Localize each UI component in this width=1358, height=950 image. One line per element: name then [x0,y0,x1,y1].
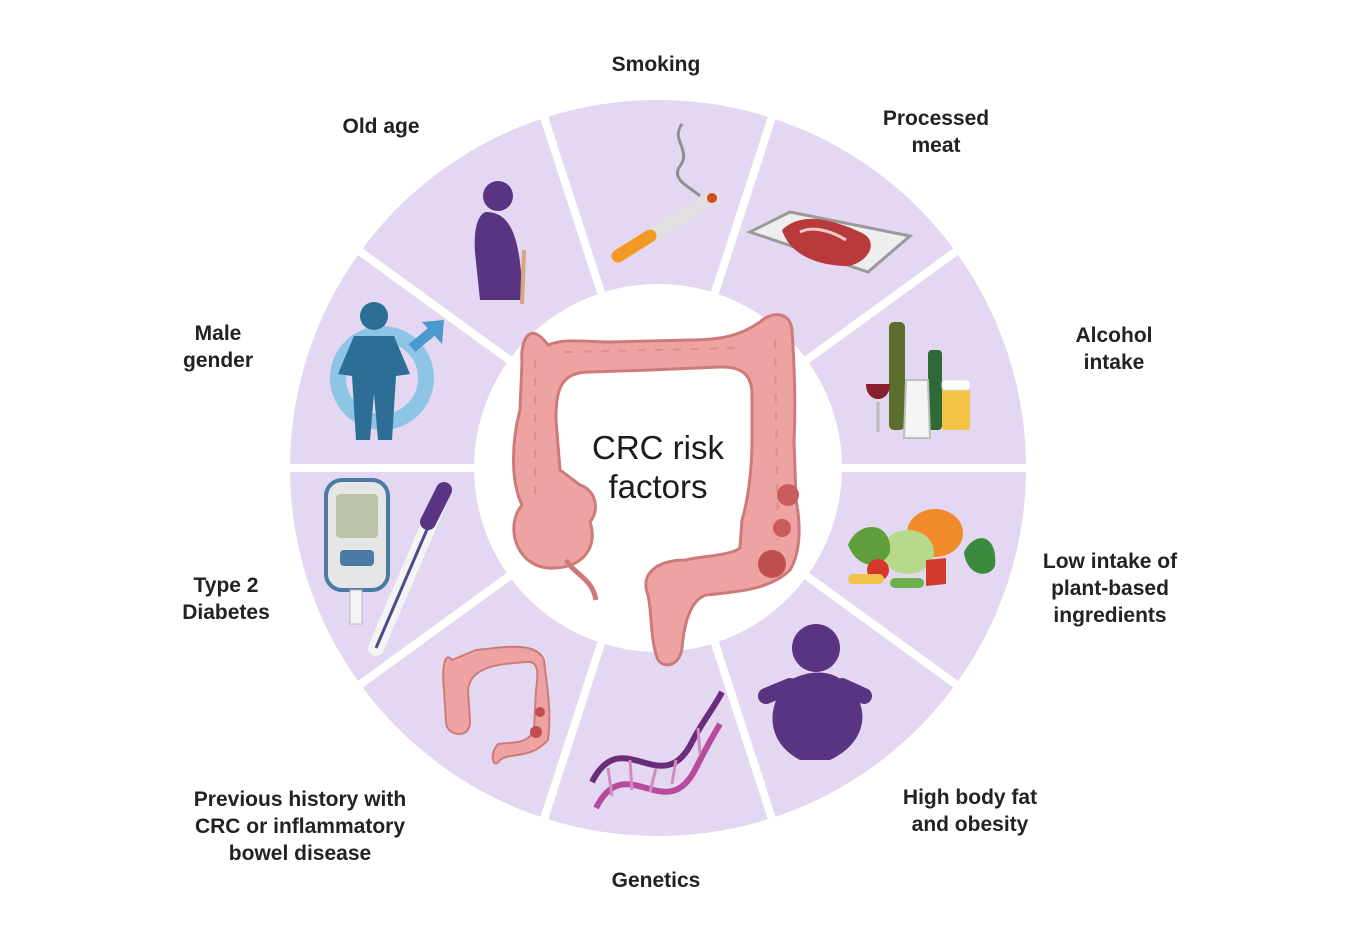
label-line: Diabetes [182,601,270,624]
meat-tray-icon [746,210,914,274]
label-smoking: Smoking [612,51,701,78]
colon-icon [442,645,551,765]
male-symbol-person-icon [330,302,444,440]
label-line: ingredients [1053,604,1167,627]
label-genetics: Genetics [612,867,701,894]
label-diabetes: Type 2 Diabetes [182,572,270,626]
label-alcohol: Alcohol intake [1076,322,1153,376]
vegetables-icon [848,509,996,588]
label-line: Low intake of [1042,550,1178,573]
label-line: gender [182,349,254,372]
label-line: plant-based [1051,577,1169,600]
label-old-age: Old age [342,113,419,140]
label-line: Previous history with [193,788,407,811]
cigarette-icon [611,123,721,263]
dna-icon [589,690,725,810]
label-line: meat [911,134,961,157]
label-line: and obesity [911,813,1029,836]
glucose-meter-insulin-pen-icon [324,478,452,656]
label-line: Alcohol [1075,324,1153,347]
colon-icon [512,313,801,667]
center-title-line: factors [608,468,708,505]
center-title: CRC risk factors [530,428,786,506]
label-line: Processed [882,107,990,130]
elderly-woman-icon [474,181,526,305]
label-line: Smoking [611,53,701,76]
label-history: Previous history with CRC or inflammator… [194,786,406,867]
label-line: Type 2 [193,574,259,597]
center-title-line: CRC risk [592,429,724,466]
obese-person-icon [758,624,872,760]
label-low-plant: Low intake of plant-based ingredients [1043,548,1177,629]
label-line: intake [1083,351,1145,374]
label-line: CRC or inflammatory [194,815,406,838]
label-line: bowel disease [228,842,372,865]
label-line: Male [194,322,242,345]
label-line: Old age [342,115,420,138]
label-line: High body fat [902,786,1038,809]
label-male: Male gender [183,320,253,374]
label-processed-meat: Processed meat [883,105,989,159]
label-line: Genetics [611,869,701,892]
label-body-fat: High body fat and obesity [903,784,1037,838]
alcohol-bottles-icon [866,322,971,439]
